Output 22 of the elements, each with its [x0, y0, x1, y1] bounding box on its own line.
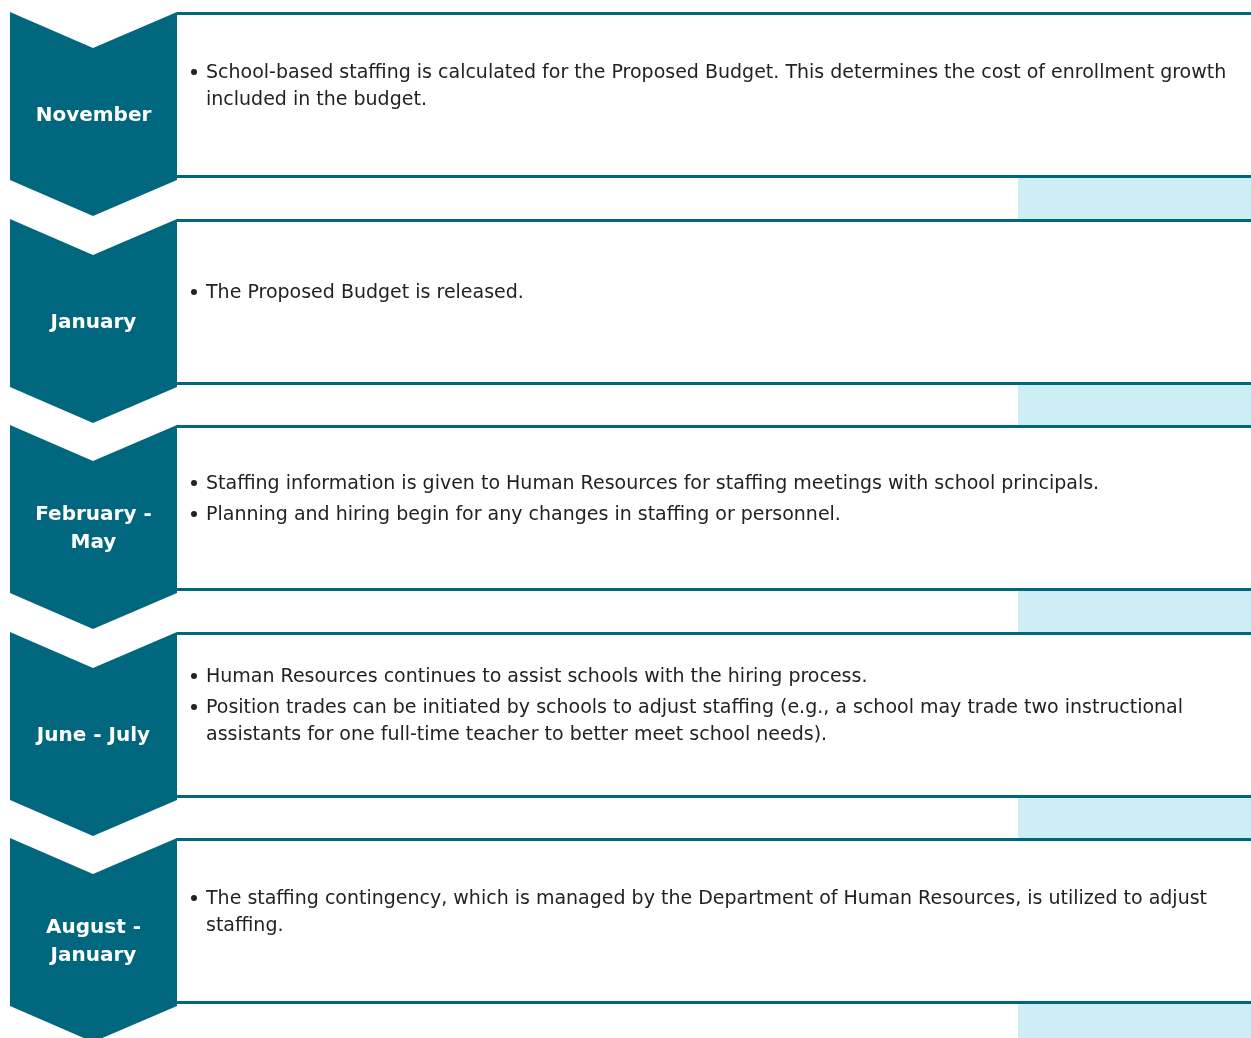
bullet-text: The staffing contingency, which is managed by the Department of Human Resources, is utilized to adjust staffing.	[206, 885, 1209, 937]
bullet-text: The Proposed Budget is released.	[206, 279, 524, 304]
step-panel	[177, 631, 1251, 798]
bullet-text: School-based staffing is calculated for the Proposed Budget. This determines the cost of enrollment growth included in the budget.	[206, 59, 1228, 111]
chevron-shape	[10, 631, 177, 836]
bullet-text: Staffing information is given to Human Resources for staffing meetings with school principals.	[206, 470, 1100, 495]
step-panel	[177, 218, 1251, 385]
step-panel	[177, 12, 1251, 178]
period-label: November	[34, 101, 153, 128]
bullet-text: Planning and hiring begin for any changes in staffing or personnel.	[206, 501, 841, 526]
chevron-shape	[10, 425, 177, 629]
bullet-text: Position trades can be initiated by schools to adjust staffing (e.g., a school may trade two instructional assistants for one full-time teacher to better meet school needs).	[206, 694, 1185, 746]
step-panel	[177, 838, 1251, 1004]
chevron-shape	[10, 218, 177, 423]
step-panel	[177, 425, 1251, 591]
chevron-shape	[10, 838, 177, 1038]
period-label: January	[48, 307, 138, 335]
chevron-shape	[10, 12, 177, 216]
bullet-text: Human Resources continues to assist schools with the hiring process.	[206, 663, 868, 688]
period-label: August - January	[45, 913, 142, 968]
period-label: February - May	[34, 500, 153, 555]
period-label: June - July	[34, 720, 152, 748]
